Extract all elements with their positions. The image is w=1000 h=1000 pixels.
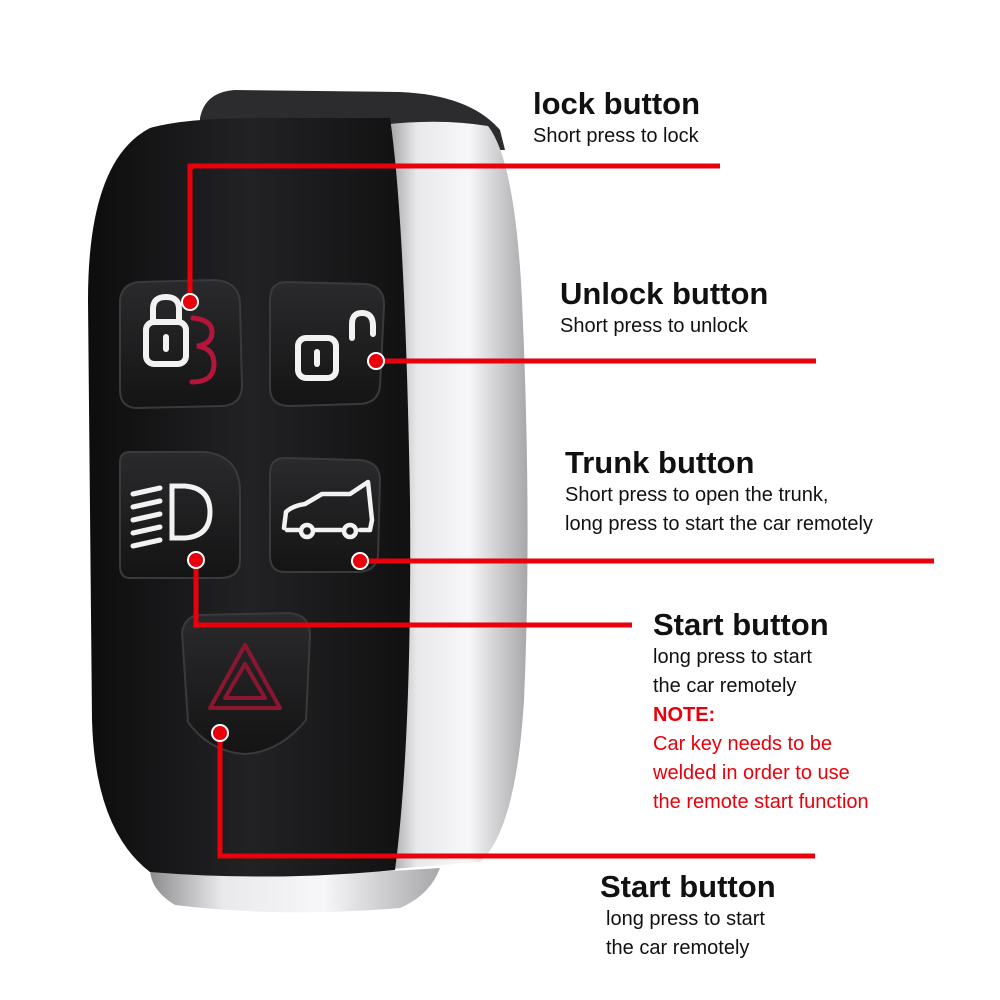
start-hazard-callout-title: Start button (600, 869, 776, 904)
lock-icon (143, 293, 189, 367)
trunk-callout-label: Trunk button Short press to open the tru… (565, 445, 873, 539)
unlock-button-shape (269, 280, 386, 408)
start-light-callout-desc-2: the car remotely (653, 675, 797, 697)
callout-dots (181, 293, 385, 742)
start-note-line-1: Car key needs to be (653, 733, 832, 755)
unlock-callout-title: Unlock button (560, 276, 769, 311)
hazard-icon (208, 643, 282, 710)
callout-lines (187, 163, 934, 859)
unlock-icon (295, 309, 376, 381)
unlock-callout-label: Unlock button Short press to unlock (560, 276, 768, 341)
lock-callout-desc: Short press to lock (533, 125, 699, 147)
trunk-callout-title: Trunk button (565, 445, 755, 480)
lock-callout-line (187, 163, 720, 300)
chrome-side-panel (380, 121, 528, 870)
trunk-car-icon (281, 479, 375, 540)
start-light-callout-desc-1: long press to start (653, 646, 812, 668)
start-hazard-callout-desc-2: the car remotely (606, 937, 750, 959)
hazard-button-shape (180, 611, 312, 756)
trunk-button-shape (269, 456, 382, 573)
start-note-line-3: the remote start function (653, 791, 869, 813)
start-hazard-callout-label: Start button long press to start the car… (600, 869, 776, 963)
start-note-line-2: welded in order to use (653, 762, 850, 784)
start-light-callout-label: Start button long press to start the car… (653, 607, 869, 817)
unlock-callout-desc: Short press to unlock (560, 315, 748, 337)
lock-callout-title: lock button (533, 86, 701, 121)
start-light-callout-line (193, 560, 632, 628)
lock-callout-label: lock button Short press to lock (533, 86, 700, 151)
start-note-title: NOTE: (653, 704, 716, 726)
trunk-callout-desc-1: Short press to open the trunk, (565, 484, 829, 506)
lock-red-icon (189, 315, 217, 385)
headlight-button-shape (119, 451, 241, 579)
start-light-callout-title: Start button (653, 607, 829, 642)
lock-button-shape (119, 278, 244, 410)
trunk-callout-desc-2: long press to start the car remotely (565, 513, 873, 535)
chrome-bottom-trim (150, 868, 440, 913)
start-hazard-callout-line (217, 733, 815, 859)
start-hazard-callout-desc-1: long press to start (606, 908, 765, 930)
headlight-icon (130, 483, 213, 549)
